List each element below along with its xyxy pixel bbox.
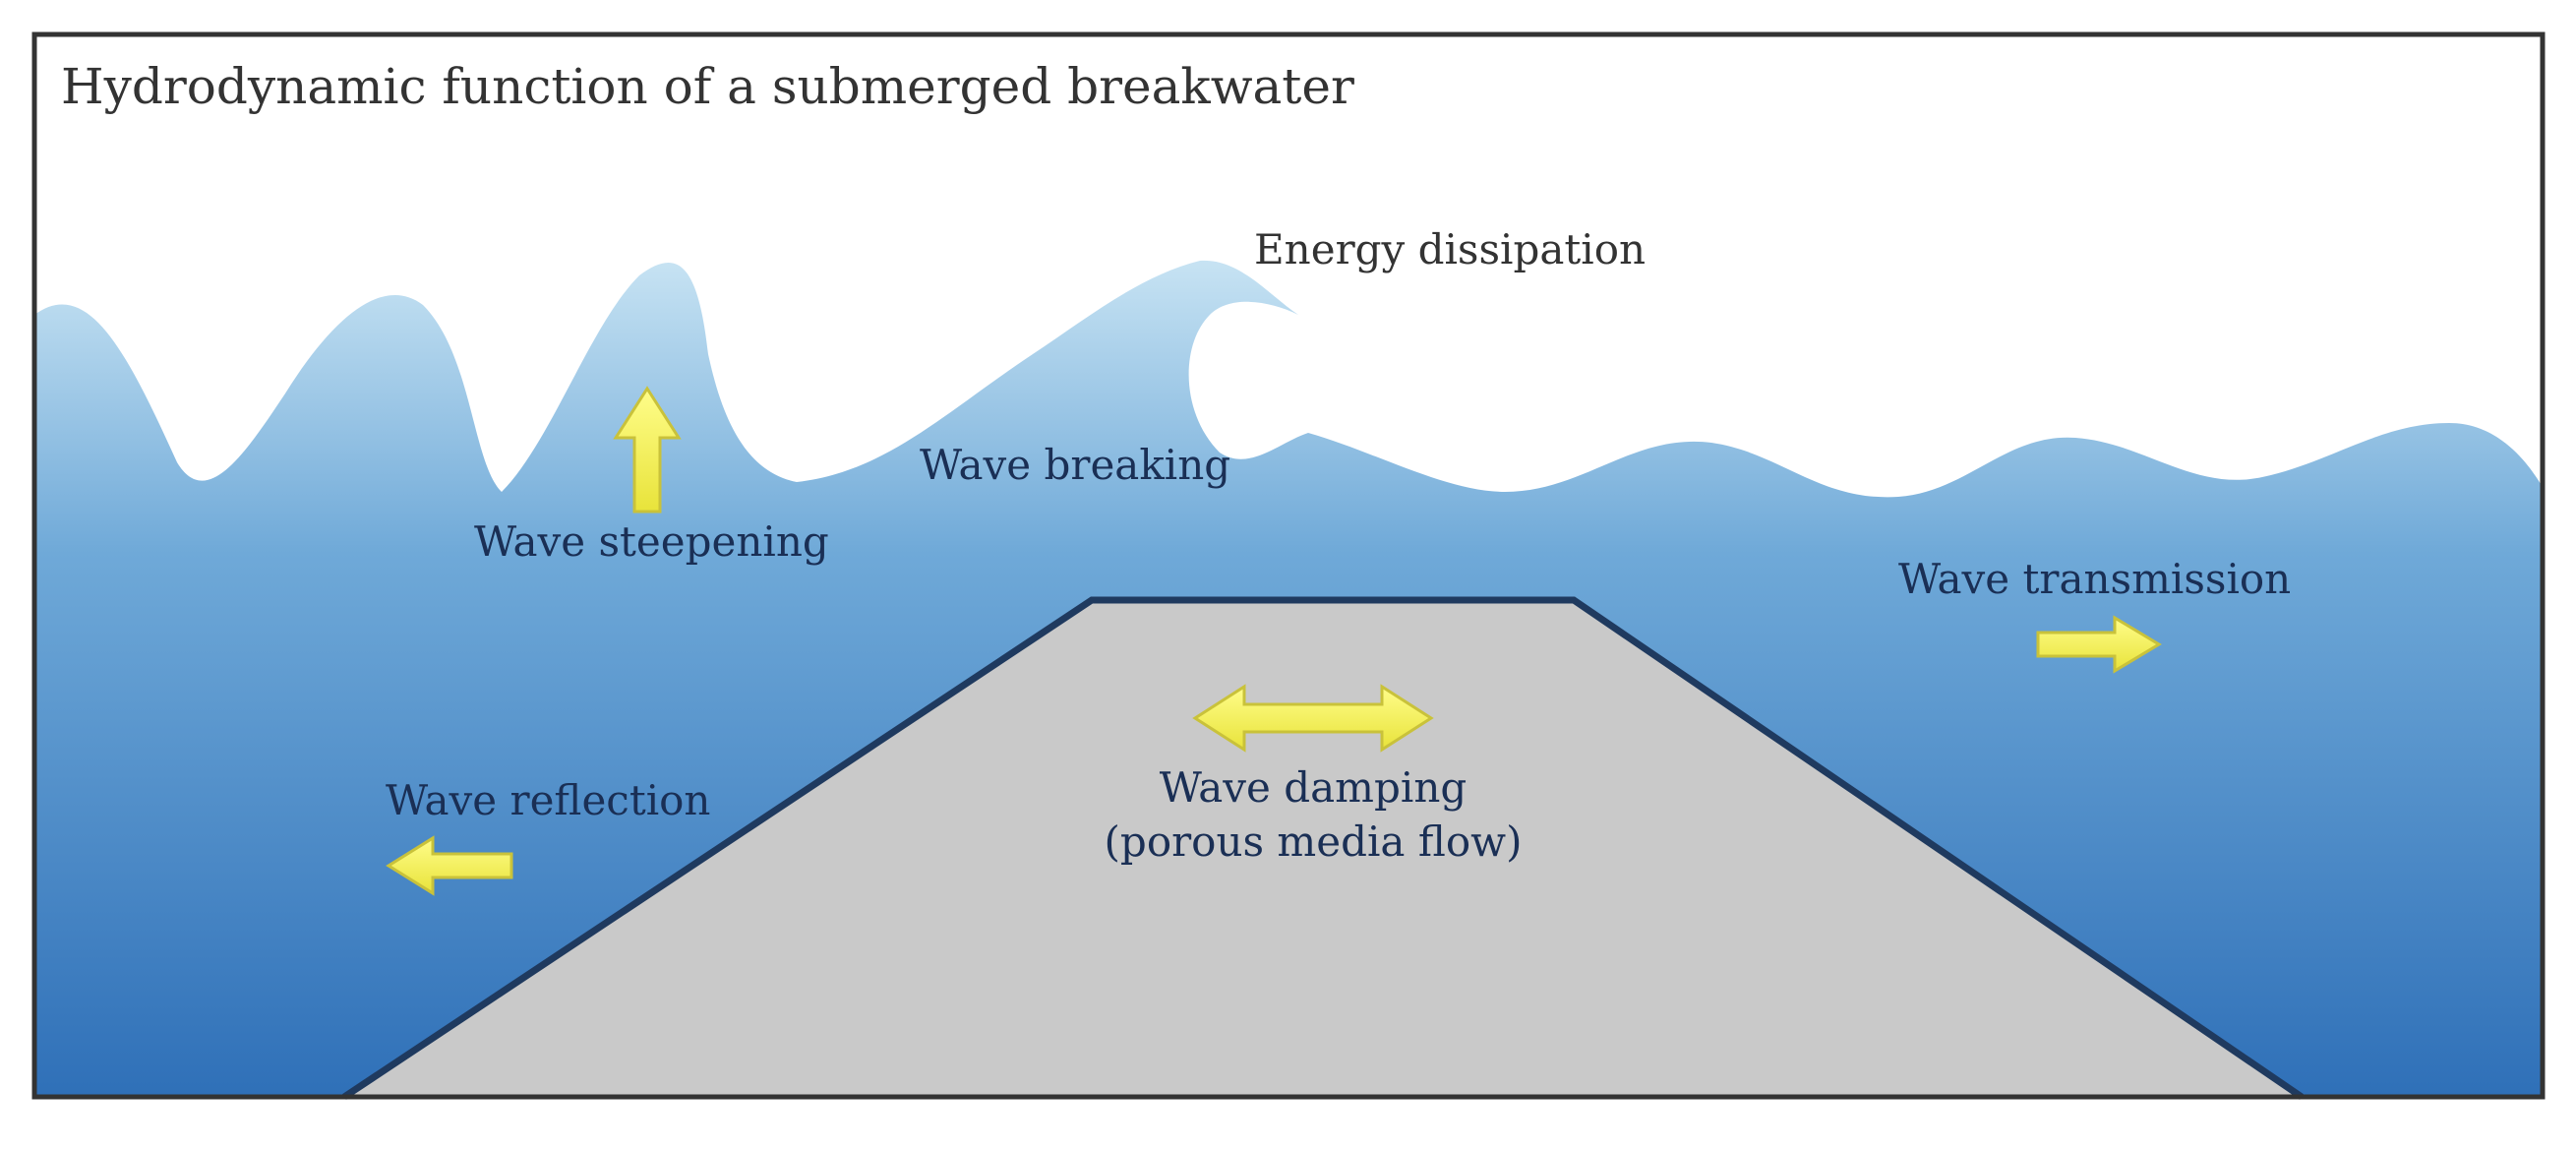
wave-breaking-label: Wave breaking [920,441,1230,489]
damping-double-arrow [1192,684,1434,753]
steepening-up-arrow [613,386,682,514]
wave-transmission-label: Wave transmission [1898,555,2291,603]
energy-dissipation-label: Energy dissipation [1254,225,1646,273]
diagram-title: Hydrodynamic function of a submerged bre… [61,58,1354,115]
wave-steepening-label: Wave steepening [474,517,829,566]
transmission-right-arrow [2036,615,2162,674]
breakwater-outline [342,596,2304,1100]
wave-damping-label: Wave damping [1160,763,1468,812]
wave-reflection-label: Wave reflection [386,776,710,824]
frame-border [31,31,2546,1100]
porous-media-flow-label: (porous media flow) [1105,817,1523,866]
breakwater-structure [344,600,2302,1097]
reflection-left-arrow [386,835,513,896]
